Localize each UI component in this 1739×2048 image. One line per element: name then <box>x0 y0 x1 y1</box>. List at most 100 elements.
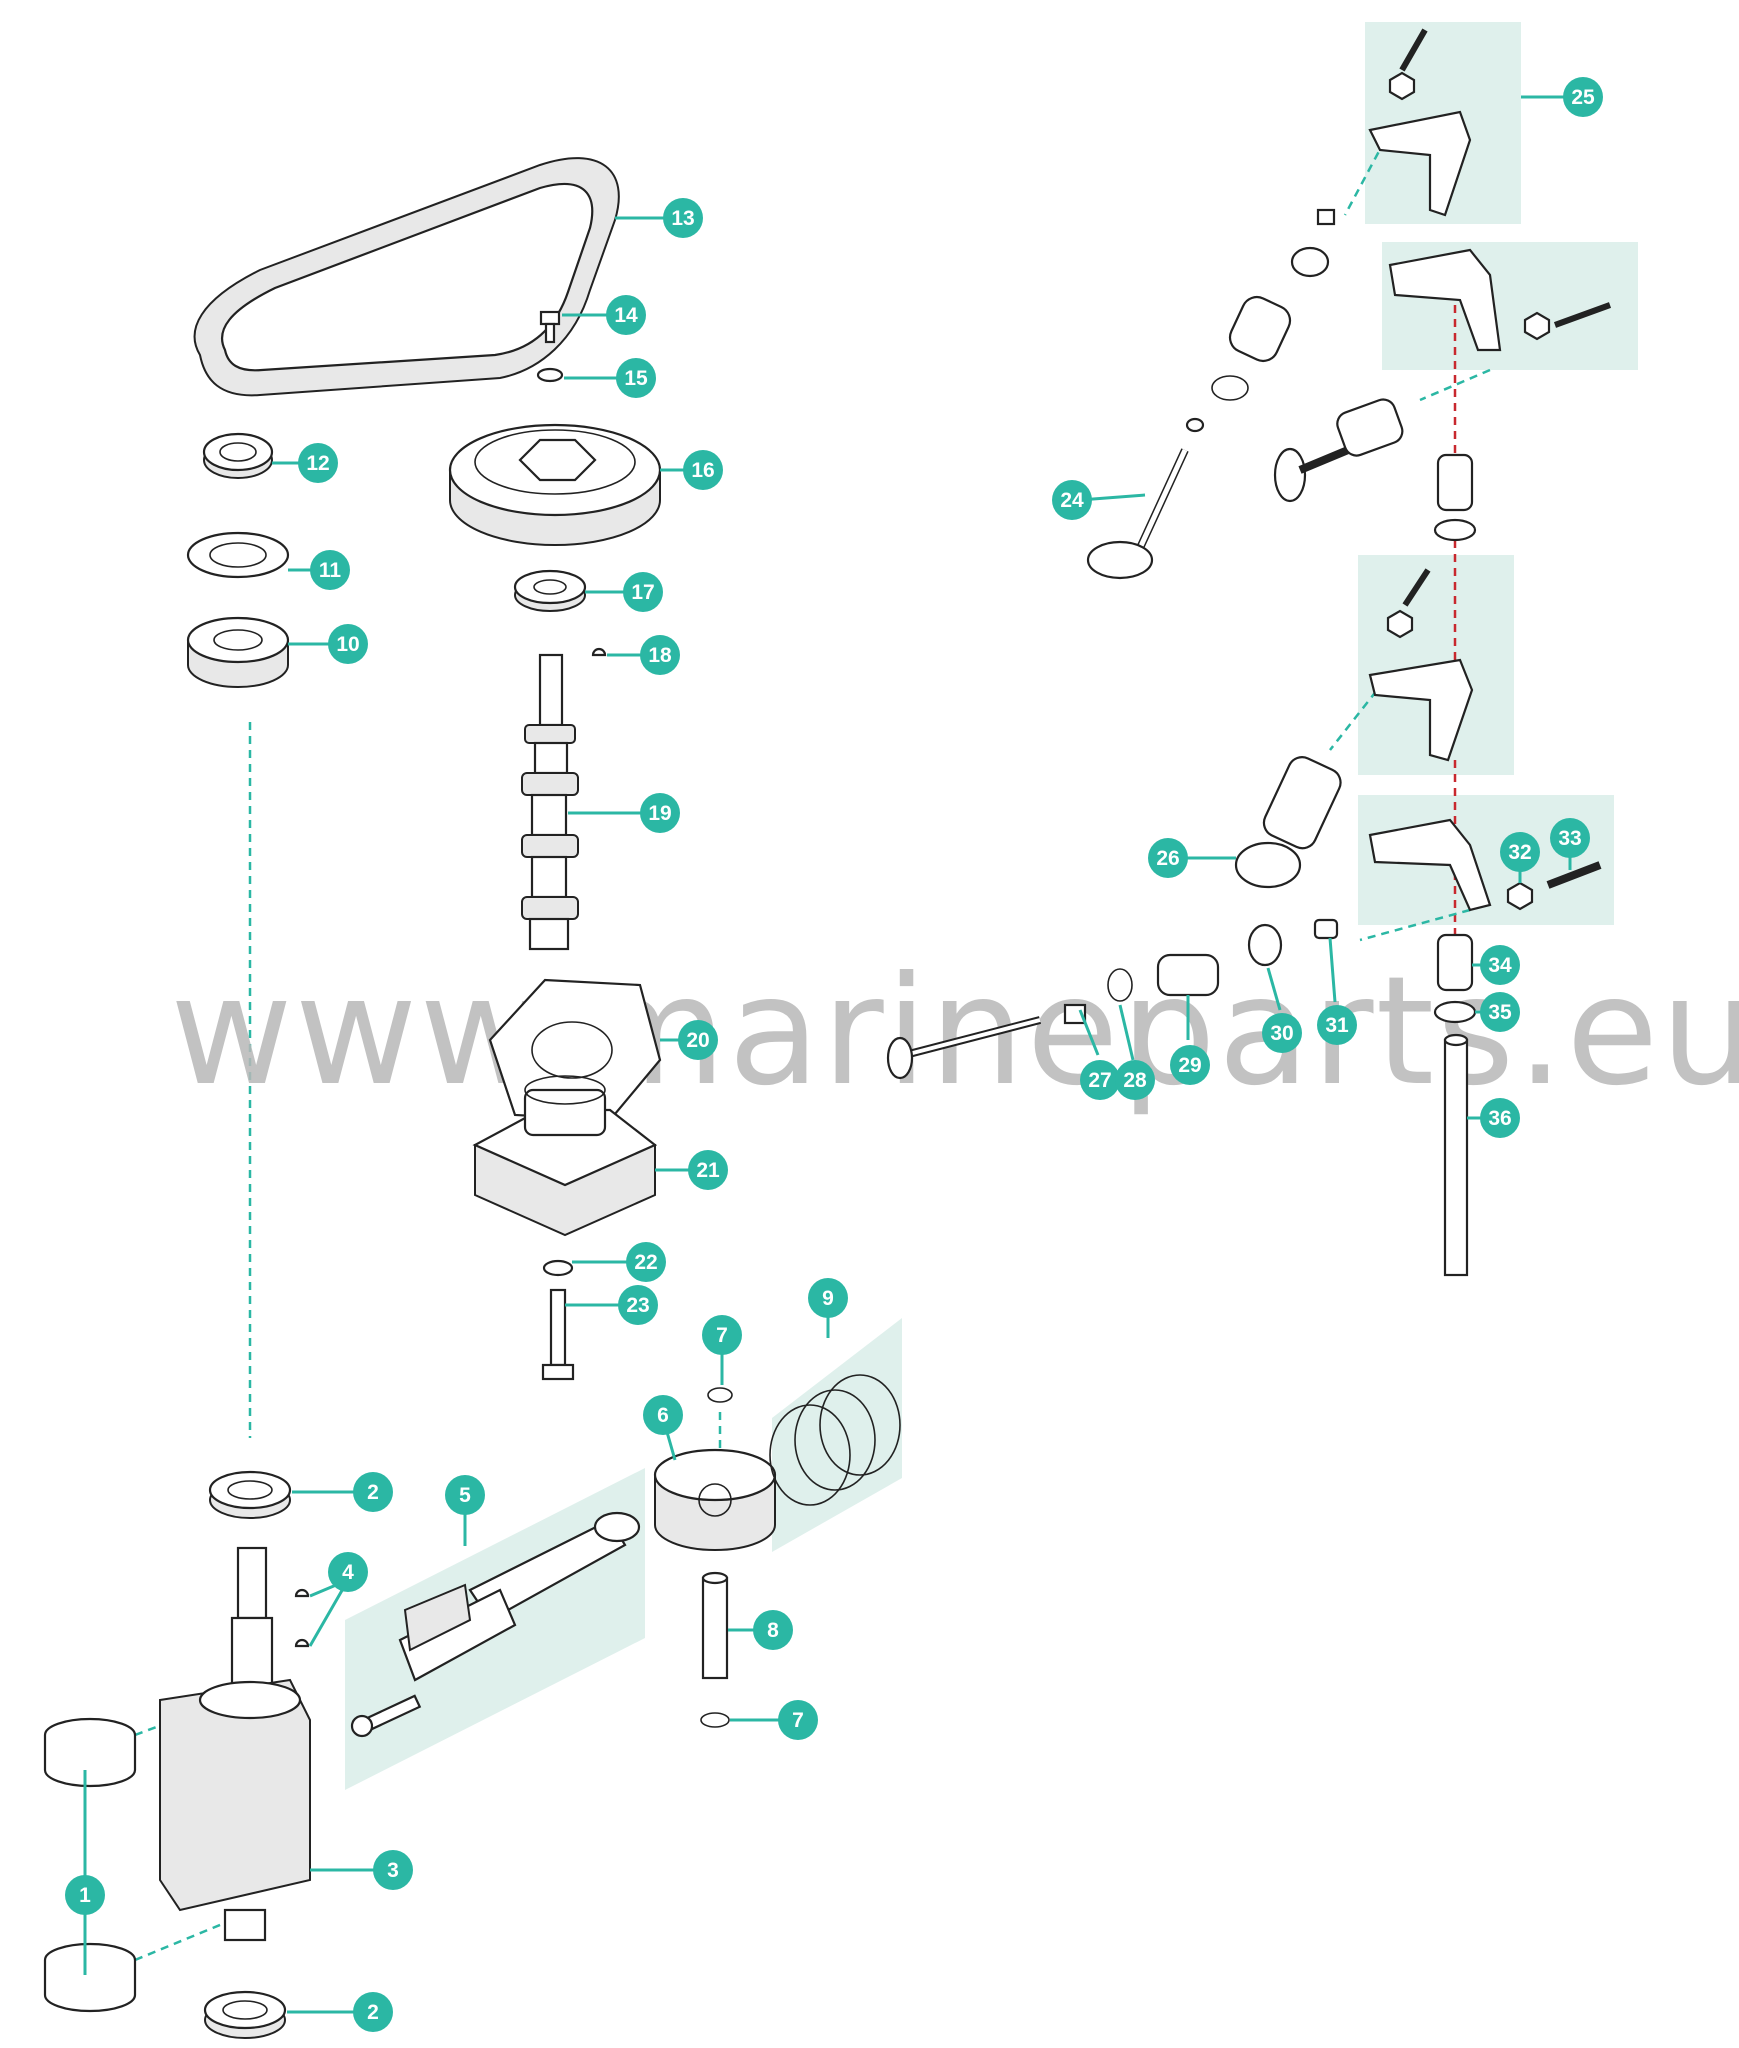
callout-29: 29 <box>1170 1045 1210 1085</box>
callout-label: 2 <box>367 2001 379 2024</box>
callout-label: 7 <box>716 1324 728 1347</box>
callout-14: 14 <box>606 295 646 335</box>
callout-11: 11 <box>310 550 350 590</box>
key-4a <box>294 1588 310 1598</box>
callout-23: 23 <box>618 1285 658 1325</box>
callout-label: 6 <box>657 1404 669 1427</box>
callout-label: 32 <box>1508 841 1531 864</box>
circlip-7-top <box>707 1387 733 1403</box>
callout-label: 10 <box>336 633 359 656</box>
callout-12: 12 <box>298 443 338 483</box>
valve-spring-29 <box>1156 953 1220 997</box>
main-bearing-half-1b <box>43 1942 137 2013</box>
callout-label: 22 <box>634 1251 657 1274</box>
push-rod-36 <box>1443 1033 1469 1277</box>
seal-17 <box>513 569 587 612</box>
spring-stack-upper <box>1433 453 1477 542</box>
callout-badge <box>1170 1045 1210 1085</box>
leader-28 <box>1118 1004 1135 1061</box>
callout-label: 23 <box>626 1294 649 1317</box>
callout-9: 9 <box>808 1278 848 1318</box>
callout-label: 28 <box>1123 1069 1147 1092</box>
callout-badge <box>702 1315 742 1355</box>
callout-badge <box>1052 480 1092 520</box>
callout-label: 33 <box>1558 827 1581 850</box>
rocker-arm-2 <box>1388 248 1612 352</box>
callout-badge <box>328 1552 368 1592</box>
callout-label: 35 <box>1488 1001 1512 1024</box>
callout-badge <box>688 1150 728 1190</box>
callout-badge <box>643 1395 683 1435</box>
callout-badge <box>298 443 338 483</box>
bolt-23 <box>541 1288 575 1381</box>
rocker-arm-25 <box>1368 28 1472 217</box>
callout-label: 19 <box>648 802 671 825</box>
callout-badge <box>778 1700 818 1740</box>
callout-label: 36 <box>1488 1107 1511 1130</box>
callout-label: 17 <box>631 581 654 604</box>
callout-badge <box>1563 77 1603 117</box>
piston-rings-9 <box>769 1374 901 1506</box>
callout-badge <box>328 624 368 664</box>
spring-34 <box>1436 933 1474 992</box>
piston-6 <box>653 1448 777 1551</box>
callout-badge <box>373 1850 413 1890</box>
callout-badge <box>606 295 646 335</box>
callout-30: 30 <box>1262 1013 1302 1053</box>
leader-27 <box>1078 1009 1100 1056</box>
callout-18: 18 <box>640 635 680 675</box>
callout-badge <box>1500 832 1540 872</box>
callout-badge <box>445 1475 485 1515</box>
callout-16: 16 <box>683 450 723 490</box>
timing-belt <box>193 157 620 397</box>
callout-10: 10 <box>328 624 368 664</box>
valve-2 <box>1273 398 1404 503</box>
valve-spring-upper <box>1185 208 1336 433</box>
valve-24 <box>1086 448 1189 580</box>
callout-34: 34 <box>1480 945 1520 985</box>
thrust-washer-11 <box>186 531 290 579</box>
callout-35: 35 <box>1480 992 1520 1032</box>
callout-badge <box>310 550 350 590</box>
callout-badge <box>640 635 680 675</box>
callout-label: 1 <box>79 1884 91 1907</box>
adjust-screw-33 <box>1546 861 1602 889</box>
callout-badge <box>663 198 703 238</box>
callout-1: 1 <box>65 1875 105 1915</box>
callout-badge <box>1317 1005 1357 1045</box>
callout-label: 15 <box>624 367 648 390</box>
callout-3: 3 <box>373 1850 413 1890</box>
callout-2: 2 <box>353 1992 393 2032</box>
callout-label: 9 <box>822 1287 834 1310</box>
callout-badge <box>753 1610 793 1650</box>
callout-label: 29 <box>1178 1054 1201 1077</box>
bearing-2-top <box>208 1470 292 1519</box>
callout-20: 20 <box>678 1020 718 1060</box>
panel-piston-rings <box>772 1318 902 1552</box>
callout-label: 13 <box>671 207 694 230</box>
seat-35 <box>1433 1000 1477 1024</box>
callout-label: 12 <box>306 452 329 475</box>
callout-2: 2 <box>353 1472 393 1512</box>
circlip-7-bottom <box>700 1712 730 1728</box>
callout-label: 25 <box>1571 86 1595 109</box>
callout-26: 26 <box>1148 838 1188 878</box>
callout-7: 7 <box>778 1700 818 1740</box>
assembly-line-v3 <box>1419 368 1491 402</box>
callout-label: 31 <box>1325 1014 1349 1037</box>
callout-badge <box>683 450 723 490</box>
callout-5: 5 <box>445 1475 485 1515</box>
callout-36: 36 <box>1480 1098 1520 1138</box>
callout-badge <box>1480 1098 1520 1138</box>
camshaft-19 <box>521 653 579 951</box>
callout-badge <box>626 1242 666 1282</box>
callout-25: 25 <box>1563 77 1603 117</box>
cam-pulley-16 <box>448 423 662 546</box>
callout-badge <box>1080 1060 1120 1100</box>
callout-label: 11 <box>319 559 342 582</box>
assembly-line-v1 <box>1343 139 1387 216</box>
assembly-line-crank-b <box>134 1918 233 1962</box>
callout-badge <box>65 1875 105 1915</box>
callout-13: 13 <box>663 198 703 238</box>
